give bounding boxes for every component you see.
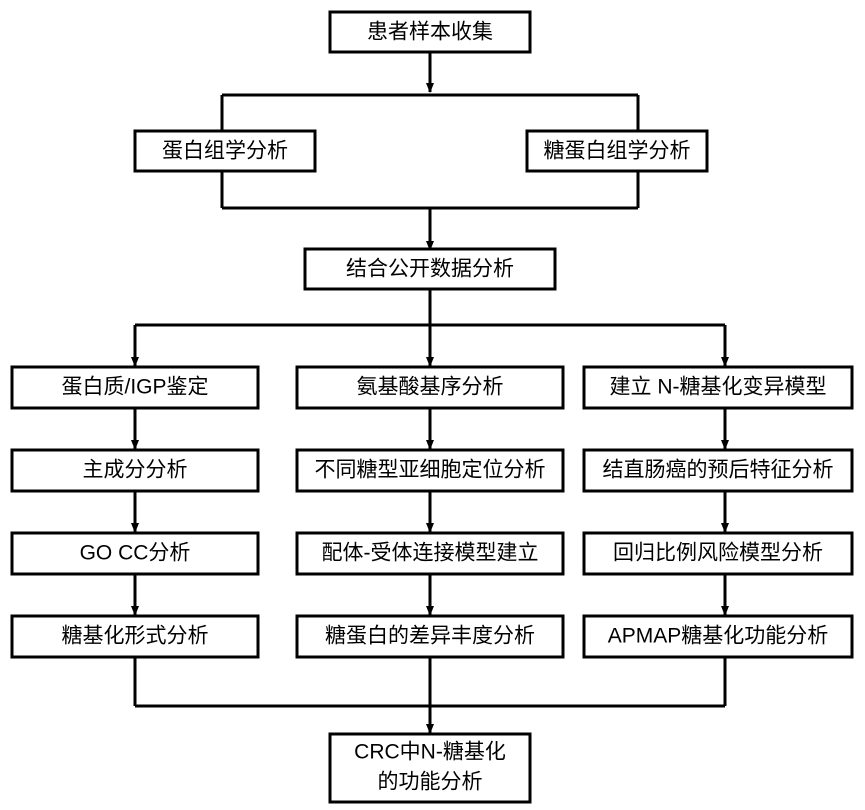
node-col3-step3-box[interactable] [582,531,854,576]
node-public-data-label: 结合公开数据分析 [346,258,514,281]
node-glycoproteomics-label: 糖蛋白组学分析 [544,140,691,163]
node-public-data-box[interactable] [303,247,557,291]
node-col2-step3[interactable]: 配体-受体连接模型建立 [295,531,565,576]
node-col3-step3-label: 回归比例风险模型分析 [613,542,823,565]
node-col3-step1-box[interactable] [582,365,854,410]
node-col1-step3-box[interactable] [10,531,260,576]
node-col3-step2-box[interactable] [582,448,854,493]
node-final-analysis-label-line2: 的功能分析 [378,771,483,794]
node-sample-collection[interactable]: 患者样本收集 [328,10,532,54]
node-col1-step3-label: GO CC分析 [80,542,191,565]
node-col2-step4-label: 糖蛋白的差异丰度分析 [325,625,535,648]
node-col2-step4-box[interactable] [295,614,565,659]
node-col1-step1[interactable]: 蛋白质/IGP鉴定 [10,365,260,410]
node-col3-step4[interactable]: APMAP糖基化功能分析 [582,614,854,659]
node-glycoproteomics-box[interactable] [525,129,709,173]
node-col2-step2-label: 不同糖型亚细胞定位分析 [315,459,546,482]
node-col2-step2-box[interactable] [295,448,565,493]
node-proteomics-label: 蛋白组学分析 [162,140,288,163]
node-proteomics[interactable]: 蛋白组学分析 [133,129,317,173]
connector-layer [131,51,729,734]
node-col2-step1-box[interactable] [295,365,565,410]
node-col2-step4[interactable]: 糖蛋白的差异丰度分析 [295,614,565,659]
node-col1-step4-box[interactable] [10,614,260,659]
node-col1-step4[interactable]: 糖基化形式分析 [10,614,260,659]
node-public-data[interactable]: 结合公开数据分析 [303,247,557,291]
node-col3-step4-label: APMAP糖基化功能分析 [608,625,829,648]
node-col2-step3-label: 配体-受体连接模型建立 [322,542,539,565]
node-col1-step2[interactable]: 主成分分析 [10,448,260,493]
node-col1-step2-box[interactable] [10,448,260,493]
node-col1-step1-label: 蛋白质/IGP鉴定 [61,376,208,399]
node-final-analysis-box[interactable] [328,732,532,804]
node-col3-step4-box[interactable] [582,614,854,659]
node-col3-step2-label: 结直肠癌的预后特征分析 [603,459,834,482]
node-col3-step2[interactable]: 结直肠癌的预后特征分析 [582,448,854,493]
node-col3-step1[interactable]: 建立 N-糖基化变异模型 [582,365,854,410]
node-col2-step2[interactable]: 不同糖型亚细胞定位分析 [295,448,565,493]
node-proteomics-box[interactable] [133,129,317,173]
node-col2-step1-label: 氨基酸基序分析 [357,376,504,399]
node-col2-step1[interactable]: 氨基酸基序分析 [295,365,565,410]
node-sample-collection-label: 患者样本收集 [367,21,493,44]
node-final-analysis-label-line1: CRC中N-糖基化 [354,741,506,764]
node-col3-step1-label: 建立 N-糖基化变异模型 [610,376,827,399]
node-glycoproteomics[interactable]: 糖蛋白组学分析 [525,129,709,173]
node-col3-step3[interactable]: 回归比例风险模型分析 [582,531,854,576]
node-sample-collection-box[interactable] [328,10,532,54]
node-col1-step1-box[interactable] [10,365,260,410]
node-col1-step3[interactable]: GO CC分析 [10,531,260,576]
node-col1-step4-label: 糖基化形式分析 [62,625,209,648]
node-col2-step3-box[interactable] [295,531,565,576]
node-final-analysis[interactable]: CRC中N-糖基化 的功能分析 [328,732,532,804]
node-col1-step2-label: 主成分分析 [83,459,188,482]
